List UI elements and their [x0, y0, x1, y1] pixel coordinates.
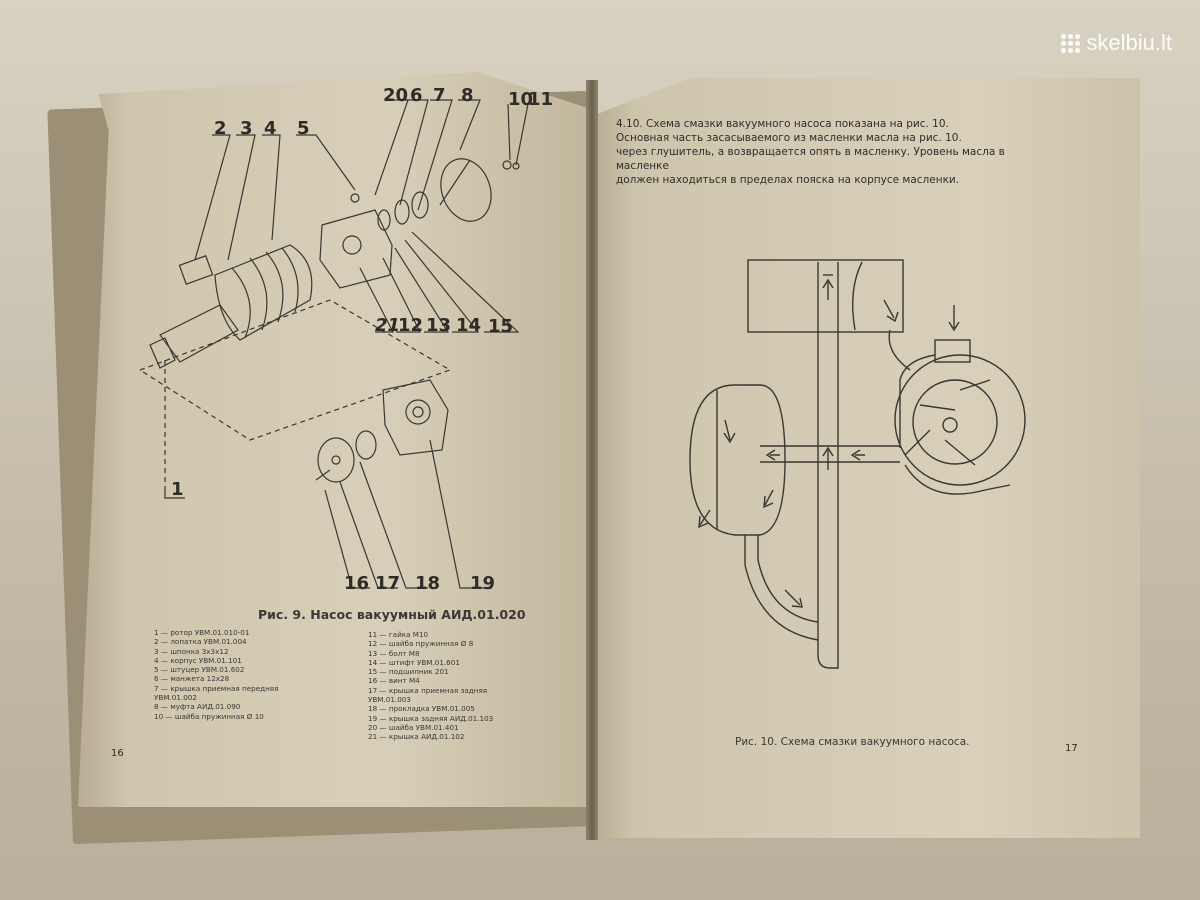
callout-14: 14	[456, 315, 482, 336]
dots-logo-icon	[1061, 33, 1081, 53]
callout-1: 1	[171, 479, 184, 500]
legend-item: 8 — муфта АИД.01.090	[154, 702, 241, 712]
left-page	[78, 72, 590, 807]
callout-7: 7	[433, 85, 446, 106]
figure-10-caption: Рис. 10. Схема смазки вакуумного насоса.	[735, 736, 970, 748]
callout-20: 20	[383, 85, 409, 106]
legend-item: 14 — штифт УВМ.01.601	[368, 657, 460, 667]
legend-item: 21 — крышка АИД.01.102	[368, 732, 465, 742]
legend-item: 10 — шайба пружинная Ø 10	[154, 711, 264, 721]
legend-item: 18 — прокладка УВМ.01.005	[368, 704, 475, 714]
legend-item: УВМ.01.002	[154, 693, 197, 703]
legend-item: 15 — подшипник 201	[368, 667, 449, 677]
legend-item: 6 — манжета 12х28	[154, 674, 230, 684]
legend-item: 11 — гайка М10	[368, 630, 429, 639]
legend-item: 7 — крышка приемная передняя	[154, 683, 279, 693]
legend-item: УВМ.01.003	[368, 695, 411, 705]
callout-2: 2	[214, 118, 227, 139]
legend-left: 1 — ротор УВМ.01.010-01 2 — лопатка УВМ.…	[154, 628, 278, 721]
section-paragraph: Основная часть засасываемого из масленки…	[616, 131, 1056, 187]
callout-17: 17	[375, 573, 401, 594]
book-spine	[586, 80, 598, 840]
callout-12: 12	[398, 315, 424, 336]
paragraph-line: должен находиться в пределах пояска на к…	[616, 174, 960, 186]
legend-item: 19 — крышка задняя АИД.01.103	[368, 713, 494, 723]
callout-8: 8	[461, 85, 474, 106]
callout-19: 19	[470, 573, 496, 594]
watermark-text: skelbiu.lt	[1086, 30, 1172, 55]
page-number-right: 17	[1065, 743, 1078, 754]
callout-10: 10	[508, 89, 534, 110]
legend-item: 1 — ротор УВМ.01.010-01	[154, 628, 250, 637]
paragraph-line: через глушитель, а возвращается опять в …	[616, 146, 1005, 172]
callout-16: 16	[344, 573, 370, 594]
callout-5: 5	[297, 118, 310, 139]
legend-right: 11 — гайка М10 12 — шайба пружинная Ø 8 …	[368, 630, 493, 742]
legend-item: 5 — штуцер УВМ.01.602	[154, 665, 245, 675]
legend-item: 12 — шайба пружинная Ø 8	[368, 639, 474, 649]
callout-3: 3	[240, 118, 253, 139]
legend-item: 3 — шпонка 3х3х12	[154, 646, 229, 656]
callout-13: 13	[426, 315, 452, 336]
callout-11: 11	[528, 89, 554, 110]
legend-item: 20 — шайба УВМ.01.401	[368, 722, 459, 732]
section-heading: 4.10. Схема смазки вакуумного насоса пок…	[616, 118, 949, 130]
callout-6: 6	[410, 85, 423, 106]
legend-item: 2 — лопатка УВМ.01.004	[154, 637, 247, 647]
paragraph-line: Основная часть засасываемого из масленки…	[616, 132, 962, 144]
right-page	[592, 78, 1140, 838]
page-number-left: 16	[111, 748, 124, 759]
callout-18: 18	[415, 573, 441, 594]
callout-21: 21	[375, 315, 401, 336]
watermark: skelbiu.lt	[1061, 30, 1172, 56]
callout-15: 15	[488, 316, 514, 337]
legend-item: 16 — винт М4	[368, 676, 420, 686]
figure-9-caption: Рис. 9. Насос вакуумный АИД.01.020	[258, 607, 526, 622]
callout-4: 4	[264, 118, 277, 139]
legend-item: 13 — болт М8	[368, 648, 420, 658]
legend-item: 4 — корпус УВМ.01.101	[154, 655, 242, 665]
legend-item: 17 — крышка приемная задняя	[368, 685, 488, 695]
